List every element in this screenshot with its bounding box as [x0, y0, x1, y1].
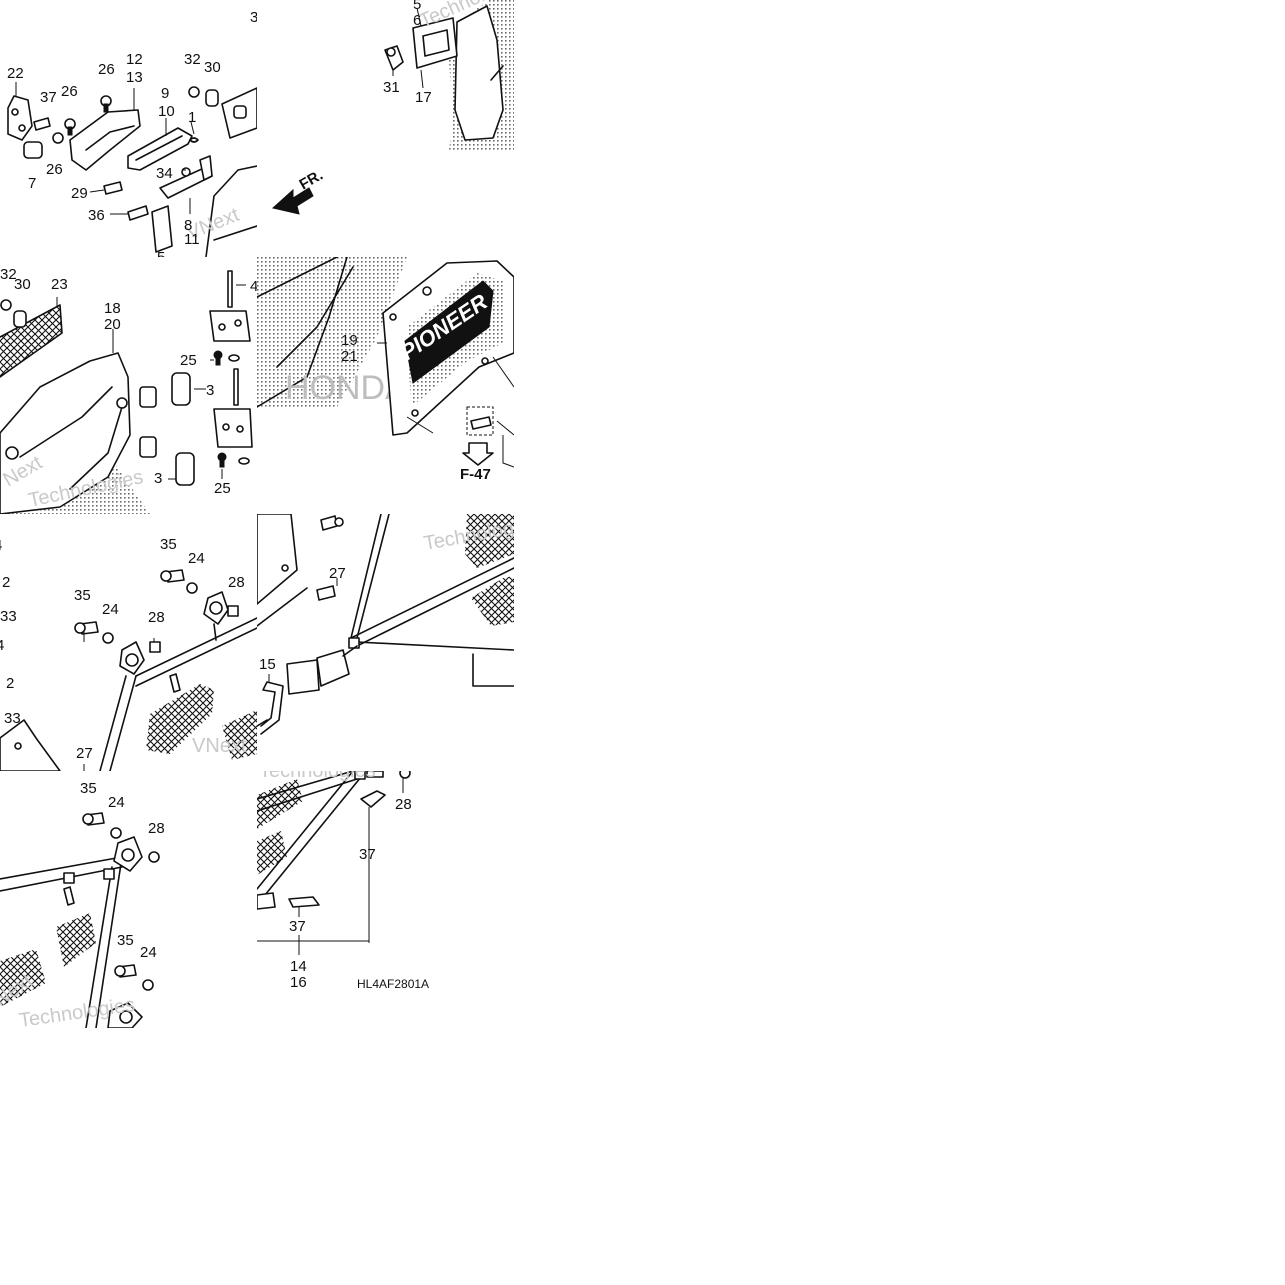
front-direction-arrow — [271, 187, 314, 215]
callout-number: 24 — [108, 794, 125, 811]
callout-number: 5 — [157, 249, 165, 257]
callout-number: 25 — [180, 352, 197, 369]
buckle-part — [316, 649, 350, 687]
diagram-tile-net-buckle: Technologies 27 15 — [257, 514, 514, 771]
door-handle-part — [127, 127, 193, 171]
callout-number: 2 — [2, 574, 10, 591]
diagram-tile-net-frame-upper: VNext 4 2 33 4 2 33 27 35 24 28 35 24 28 — [0, 514, 257, 771]
callout-number: 26 — [46, 161, 63, 178]
bracket-part — [7, 95, 33, 141]
callout-number: 24 — [102, 601, 119, 618]
callout-number: 26 — [98, 61, 115, 78]
bushing-part — [171, 372, 191, 406]
callout-number: 3 — [206, 382, 214, 399]
callout-number: 33 — [0, 608, 17, 625]
callout-number: 3 — [250, 9, 257, 26]
diagram-tile-panel-decal: HONDA PIONEER F-47 19 21 — [257, 257, 514, 514]
callout-number: 13 — [126, 69, 143, 86]
watermark: Technologies — [259, 771, 376, 782]
callout-number: 30 — [204, 59, 221, 76]
callout-number: 27 — [76, 745, 93, 762]
callout-number: 10 — [158, 103, 175, 120]
callout-number: 32 — [0, 266, 17, 283]
strap-clip-part — [288, 896, 320, 908]
callout-number: 31 — [383, 79, 400, 96]
callout-number: 35 — [80, 780, 97, 797]
callout-number: 4 — [250, 278, 257, 295]
callout-number: 25 — [214, 480, 231, 497]
callout-number: 24 — [188, 550, 205, 567]
callout-number: 6 — [413, 12, 421, 29]
callout-number: 4 — [0, 637, 4, 654]
callout-number: 35 — [117, 932, 134, 949]
hinge-bracket-part — [213, 408, 253, 448]
latch-part — [151, 205, 173, 253]
callout-number: 35 — [74, 587, 91, 604]
reference-label: F-47 — [460, 466, 491, 483]
strap-clip-part — [360, 790, 386, 808]
callout-number: 32 — [184, 51, 201, 68]
callout-number: 29 — [71, 185, 88, 202]
callout-number: 37 — [289, 918, 306, 935]
callout-number: 36 — [88, 207, 105, 224]
diagram-tile-net-frame-lower: Next Technologies 35 24 28 35 24 — [0, 771, 257, 1028]
callout-number: 34 — [156, 165, 173, 182]
reference-arrow — [462, 442, 494, 466]
front-direction-label: FR. — [297, 167, 326, 194]
watermark: VNext — [192, 735, 247, 757]
callout-number: 15 — [259, 656, 276, 673]
diagram-tile-door-catch: FR. Technologies 5 6 31 17 — [257, 0, 514, 257]
callout-number: 2 — [6, 675, 14, 692]
callout-number: 35 — [160, 536, 177, 553]
callout-number: 19 — [341, 332, 358, 349]
handle-housing-part — [69, 109, 141, 171]
callout-number: 24 — [140, 944, 157, 961]
pioneer-logo-plate — [404, 280, 494, 384]
callout-number: 17 — [415, 89, 432, 106]
callout-number: 16 — [290, 974, 307, 991]
callout-number: 7 — [28, 175, 36, 192]
callout-number: 33 — [4, 710, 21, 727]
bushing-part — [23, 141, 43, 159]
callout-number: 1 — [188, 109, 196, 126]
diagram-tile-door-hinges: Next Technologies 32 30 23 18 20 4 25 3 … — [0, 257, 257, 514]
callout-number: 21 — [341, 348, 358, 365]
callout-number: 37 — [359, 846, 376, 863]
callout-number: 22 — [7, 65, 24, 82]
callout-number: 14 — [290, 958, 307, 975]
callout-number: 12 — [126, 51, 143, 68]
diagram-tile-straps: Technologies 28 37 37 14 16 HL4AF2801A — [257, 771, 514, 1028]
door-panel-part — [454, 5, 504, 141]
bushing-part — [175, 452, 195, 486]
callout-number: 5 — [413, 0, 421, 13]
buckle-part — [286, 659, 320, 695]
callout-number: 28 — [148, 820, 165, 837]
door-panel-part — [0, 352, 131, 514]
callout-number: 11 — [184, 231, 200, 248]
callout-number: 20 — [104, 316, 121, 333]
diagram-code: HL4AF2801A — [357, 977, 429, 991]
callout-number: 9 — [161, 85, 169, 102]
callout-number: 27 — [329, 565, 346, 582]
callout-number: 30 — [14, 276, 31, 293]
callout-number: 37 — [40, 89, 57, 106]
callout-number: 23 — [51, 276, 68, 293]
callout-number: 28 — [228, 574, 245, 591]
hinge-bracket-part — [209, 310, 251, 342]
diagram-tile-latch-assembly: VNext 3 22 12 13 32 30 26 37 26 9 10 1 2… — [0, 0, 257, 257]
callout-number: 26 — [61, 83, 78, 100]
callout-number: 8 — [184, 217, 192, 234]
callout-number: 28 — [148, 609, 165, 626]
callout-number: 28 — [395, 796, 412, 813]
callout-number: 4 — [0, 537, 2, 554]
callout-number: 18 — [104, 300, 121, 317]
callout-number: 3 — [154, 470, 162, 487]
